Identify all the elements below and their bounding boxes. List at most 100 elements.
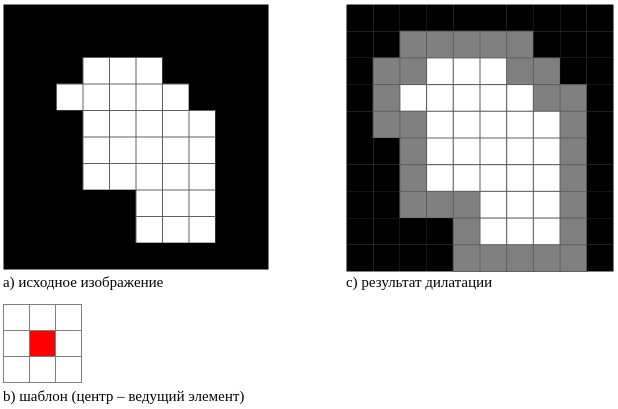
dilated-pixel-cell — [452, 84, 481, 112]
dilated-pixel-cell — [399, 218, 427, 245]
dilated-pixel-cell — [479, 110, 508, 139]
dilated-pixel-cell — [373, 244, 400, 272]
dilated-pixel-cell — [373, 4, 400, 32]
dilated-pixel-cell — [506, 217, 534, 246]
original-pixel-cell — [215, 57, 242, 84]
dilated-pixel-cell — [532, 84, 561, 112]
dilation-result-svg — [346, 4, 614, 272]
original-pixel-cell — [135, 57, 163, 85]
original-pixel-cell — [83, 4, 110, 31]
original-pixel-cell — [188, 110, 216, 138]
original-pixel-cell — [109, 31, 136, 58]
dilated-pixel-cell — [586, 191, 614, 219]
original-pixel-cell — [83, 216, 110, 243]
original-pixel-cell — [242, 243, 269, 270]
original-pixel-cell — [215, 216, 242, 243]
original-pixel-cell — [162, 189, 190, 217]
dilated-pixel-cell — [479, 190, 508, 219]
dilated-pixel-cell — [399, 244, 427, 272]
dilated-pixel-cell — [506, 244, 534, 272]
dilated-pixel-cell — [532, 57, 561, 86]
original-pixel-cell — [189, 4, 216, 31]
original-pixel-cell — [215, 4, 242, 31]
template-pixel-cell — [55, 330, 82, 357]
dilated-pixel-cell — [452, 110, 481, 139]
dilated-pixel-cell — [426, 4, 454, 32]
dilated-pixel-cell — [586, 138, 614, 165]
dilated-pixel-cell — [479, 244, 508, 272]
dilated-pixel-cell — [506, 4, 534, 32]
dilated-pixel-cell — [373, 164, 400, 192]
dilated-pixel-cell — [426, 137, 454, 166]
original-pixel-cell — [30, 216, 57, 243]
dilated-pixel-cell — [559, 244, 588, 272]
dilated-pixel-cell — [506, 164, 534, 192]
original-pixel-cell — [188, 163, 216, 191]
dilated-pixel-cell — [586, 244, 614, 272]
dilated-pixel-cell — [426, 84, 454, 112]
dilated-pixel-cell — [346, 218, 374, 245]
dilated-pixel-cell — [426, 164, 454, 192]
dilated-pixel-cell — [452, 190, 481, 219]
original-pixel-cell — [30, 137, 57, 164]
original-pixel-cell — [56, 57, 83, 84]
dilated-pixel-cell — [586, 57, 614, 85]
dilated-pixel-cell — [372, 57, 401, 86]
dilated-pixel-cell — [533, 4, 561, 32]
original-pixel-cell — [242, 163, 269, 190]
dilated-pixel-cell — [479, 164, 508, 192]
dilated-pixel-cell — [346, 111, 374, 138]
dilated-pixel-cell — [346, 4, 374, 32]
dilated-pixel-cell — [532, 244, 561, 272]
original-pixel-cell — [30, 110, 57, 137]
template-pixel-cell — [3, 330, 30, 357]
dilated-pixel-cell — [426, 57, 454, 86]
dilated-pixel-cell — [346, 191, 374, 219]
original-pixel-cell — [135, 83, 163, 111]
template-pixel-cell — [55, 356, 82, 383]
dilated-pixel-cell — [506, 57, 534, 86]
original-pixel-cell — [215, 137, 242, 164]
template-pixel-cell — [3, 356, 30, 383]
original-pixel-cell — [242, 137, 269, 164]
original-pixel-cell — [162, 216, 190, 244]
caption-dilation-result: с) результат дилатации — [346, 275, 493, 291]
original-pixel-cell — [162, 110, 190, 138]
caption-structuring-element: b) шаблон (центр – ведущий элемент) — [3, 389, 245, 405]
dilated-pixel-cell — [586, 218, 614, 245]
original-pixel-cell — [109, 216, 136, 243]
dilated-pixel-cell — [426, 218, 454, 245]
original-pixel-cell — [3, 216, 30, 243]
original-pixel-cell — [3, 137, 30, 164]
dilated-pixel-cell — [506, 84, 534, 112]
original-pixel-cell — [242, 84, 269, 111]
dilated-pixel-cell — [506, 30, 534, 59]
original-pixel-cell — [215, 243, 242, 270]
dilated-pixel-cell — [452, 244, 481, 272]
original-pixel-cell — [135, 163, 163, 191]
original-pixel-cell — [242, 57, 269, 84]
original-pixel-cell — [30, 4, 57, 31]
original-pixel-cell — [135, 189, 163, 217]
dilated-pixel-cell — [399, 190, 428, 219]
dilated-pixel-cell — [479, 137, 508, 166]
original-pixel-cell — [3, 110, 30, 137]
original-pixel-cell — [82, 83, 110, 111]
original-pixel-cell — [30, 57, 57, 84]
dilated-pixel-cell — [346, 84, 374, 112]
dilated-pixel-cell — [399, 4, 427, 32]
original-pixel-cell — [162, 243, 189, 270]
original-pixel-cell — [162, 163, 190, 191]
dilated-pixel-cell — [479, 217, 508, 246]
dilated-pixel-cell — [372, 84, 401, 112]
dilated-pixel-cell — [372, 110, 401, 139]
dilated-pixel-cell — [586, 4, 614, 32]
original-pixel-cell — [83, 190, 110, 217]
dilated-pixel-cell — [479, 30, 508, 59]
original-pixel-cell — [109, 190, 136, 217]
original-pixel-cell — [56, 83, 84, 111]
original-pixel-cell — [242, 31, 269, 58]
template-pixel-cell — [29, 304, 56, 331]
original-pixel-cell — [3, 84, 30, 111]
original-pixel-cell — [135, 136, 163, 164]
